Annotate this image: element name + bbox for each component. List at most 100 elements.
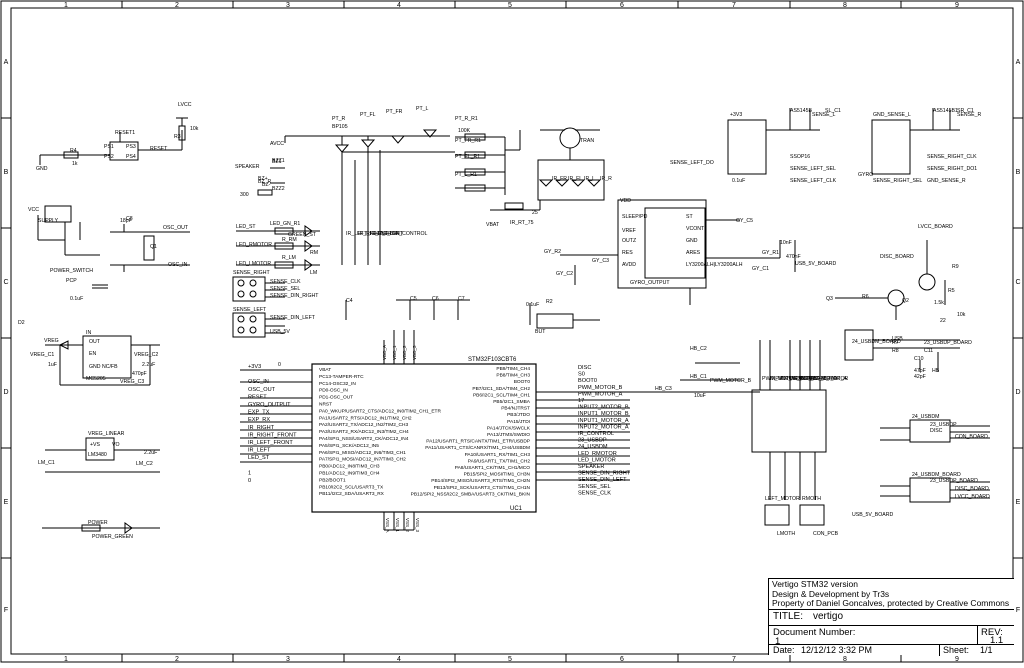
mcu-pin-label: PB4/NJTRST [501,406,530,412]
column-label: 1 [64,656,68,663]
sheet-cell: Sheet: 1/1 [939,645,1015,656]
component-label: RMOTH [802,496,821,502]
date-label: Date: [773,645,795,655]
component-label: PT_L [416,106,429,112]
mcu-pin-label: PA14/JTCK/SWCLK [487,425,531,431]
mcu-net-label: EXP_TX [248,410,270,416]
component-label: VREG [44,338,59,344]
component-label: GYRO [858,172,873,178]
mcu-power-pin: VDD_A [382,345,387,360]
component-label: 1k [72,161,78,167]
column-label: 8 [843,656,847,663]
mcu-net-label: DISC [578,365,591,371]
mcu-pin-label: PB2/BOOT1 [319,477,346,483]
component-label: BZZ1 [272,158,285,164]
component-label: 47pF [914,368,926,374]
component-label: IN [86,330,91,336]
component-label: LED_LMOTOR [236,261,271,267]
component-label: LVCC_BOARD [918,224,953,230]
component-label: R_RM [282,237,297,243]
column-label: 9 [955,2,959,9]
mcu-net-label: BOOT0 [578,378,597,384]
component-label: SENSE_LEFT_SEL [790,166,836,172]
rev-value: 1.1 [990,635,1004,646]
component-label: 0.1uF [70,296,83,302]
row-label: F [1016,607,1020,614]
component-label: +3V3 [730,112,742,118]
component-label: ST [686,214,693,220]
mcu-left-net-labels: +3V3OSC_INOSC_OUTRESETGYRO_OUTPUTEXP_TXE… [248,364,297,484]
mcu-net-label: 24_USBDM [578,444,608,450]
title-line-3: Property of Daniel Goncalves, protected … [772,598,1010,608]
component-label: HB_C1 [690,374,707,380]
component-label: PT_L_R1 [455,172,477,178]
column-label: 2 [175,656,179,663]
component-label: BZ1 [272,159,282,165]
mcu-pin-label: PB13/SPI2_SCK/USART3_CTS/TIM1_CH1N [434,485,531,491]
component-label: LVCC_BOARD [955,494,990,500]
component-label: 18pF [120,218,132,224]
mcu-net-label: SENSE_SEL [578,484,611,490]
mcu-net-label: 0 [248,478,251,484]
component-label: Q3 [826,296,833,302]
component-label: R9 [952,264,959,270]
component-label: LED_ST [236,224,256,230]
component-label: VCONT [686,226,705,232]
component-label: BZ- [262,182,271,188]
mcu-net-label: IR_RIGHT [248,425,275,431]
component-label: SENSE_DIN_LEFT [270,315,316,321]
mcu-net-label: EXP_RX [248,417,270,423]
mcu-pin-label: PB9/TIM4_CH4 [496,366,530,372]
component-label: R7 [892,340,899,346]
mcu-pin-label: PA9/USART1_TX/TIM1_CH2 [468,458,531,464]
component-label: SENSE_RIGHT_DO1 [927,166,977,172]
component-label: 23_USBDP_BOARD [924,340,972,346]
mcu-net-label: INPUT1_MOTOR_A [578,418,629,424]
component-label: PS1 [104,144,114,150]
column-label: 2 [175,2,179,9]
mcu-net-label: SENSE_DIN_LEFT [578,477,627,483]
component-label: OSC_OUT [163,225,189,231]
component-label: HB_C3 [655,386,672,392]
component-label: Q1 [150,244,157,250]
component-label: 470pF [132,371,147,377]
component-label: POWER [88,520,108,526]
row-label: F [4,607,8,614]
component-label: INPUT1_MOTOR_A [790,376,837,382]
column-label: 9 [955,656,959,663]
mcu-pin-label: PA3/USART2_RX/ADC12_IN3/TIM2_CH4 [319,429,409,435]
mcu-net-label: LED_ST [248,455,270,461]
component-label: PS4 [126,154,136,160]
row-label: B [1016,169,1021,176]
component-label: GY_C1 [752,266,769,272]
component-label: PWM_MOTOR_A [762,376,804,382]
component-label: VREG_C1 [30,352,54,358]
component-label: R2 [546,299,553,305]
mcu-net-label: +3V3 [248,364,261,370]
row-label: A [1016,59,1021,66]
component-label: 42pF [914,374,926,380]
component-label: PT_FL_R1 [455,154,480,160]
mcu-pin-label: PA0_WKUP/USART2_CTS/ADC12_IN0/TIM2_CH1_E… [319,408,441,414]
mcu-net-label: OSC_IN [248,379,269,385]
row-label: D [3,389,8,396]
component-label: IR_LEFT_FRONT [346,231,388,237]
component-label: 1.5k [934,300,944,306]
mcu-pin-label: PA11/USART1_CTS/CANRX/TIM1_CH4/USBDM [425,445,530,451]
component-label: RESET [150,146,168,152]
mcu-power-pin: VDD_1 [392,345,397,360]
component-label: PT_FR [386,109,403,115]
mcu-pin-label: PB10/I2C2_SCL/USART3_TX [319,484,384,490]
mcu-pin-label: PB7/I2C1_SDA/TIM4_CH2 [472,386,530,392]
component-label: R5 [948,288,955,294]
component-label: LMOTH [777,531,795,537]
component-label: RES [622,250,633,256]
mcu-ground-pin: VSS_1 [395,518,400,533]
wiring [37,108,990,534]
mcu-pin-label: NRST [319,402,332,408]
component-label: SENSE_DIN_RIGHT [270,293,319,299]
mcu-pin-label: PA6/SPI1_MISO/ADC12_IN6/TIM3_CH1 [319,450,406,456]
component-label: 24_USBDM_BOARD [852,339,901,345]
